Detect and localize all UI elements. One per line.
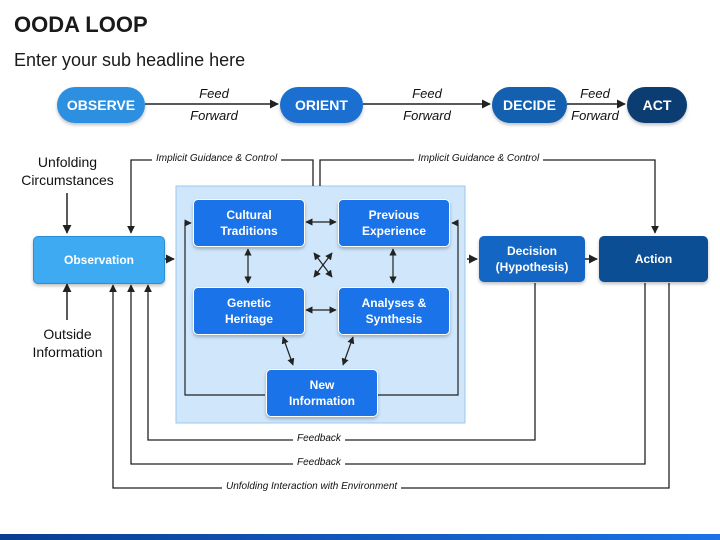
- bottom-accent-bar: [0, 534, 720, 540]
- feed-label-2: Feed: [412, 86, 442, 101]
- feedback-label-1: Feedback: [293, 433, 345, 444]
- decision-box: Decision (Hypothesis): [479, 236, 585, 282]
- orient-pill: ORIENT: [280, 87, 363, 123]
- genetic-heritage-box: Genetic Heritage: [193, 287, 305, 335]
- feedback-label-2: Feedback: [293, 457, 345, 468]
- page-title: OODA LOOP: [14, 12, 148, 37]
- forward-label-2: Forward: [403, 108, 451, 123]
- decide-pill: DECIDE: [492, 87, 567, 123]
- arrow-newinfo-right: [376, 219, 459, 396]
- analyses-synthesis-box: Analyses & Synthesis: [338, 287, 450, 335]
- previous-experience-box: Previous Experience: [338, 199, 450, 247]
- observe-pill: OBSERVE: [57, 87, 145, 123]
- arrow-cross-2: [313, 252, 333, 278]
- act-pill: ACT: [627, 87, 687, 123]
- unfolding-circumstances-label: Unfolding Circumstances: [21, 154, 114, 189]
- action-box: Action: [599, 236, 708, 282]
- arrow-genetic-newinfo: [281, 336, 295, 366]
- feed-label-3: Feed: [580, 86, 610, 101]
- page-subtitle: Enter your sub headline here: [14, 50, 246, 70]
- feedback-action: [127, 283, 646, 465]
- outside-information-label: Outside Information: [32, 326, 103, 361]
- unfolding-interaction-label: Unfolding Interaction with Environment: [222, 481, 402, 492]
- new-information-box: New Information: [266, 369, 378, 417]
- feed-label-1: Feed: [199, 86, 229, 101]
- arrow-analyses-newinfo: [341, 336, 355, 366]
- implicit-guidance-label-right: Implicit Guidance & Control: [414, 153, 544, 164]
- observation-box: Observation: [33, 236, 165, 284]
- cultural-traditions-box: Cultural Traditions: [193, 199, 305, 247]
- forward-label-1: Forward: [190, 108, 238, 123]
- arrow-newinfo-left: [184, 219, 265, 396]
- implicit-guidance-label-left: Implicit Guidance & Control: [152, 153, 282, 164]
- forward-label-3: Forward: [571, 108, 619, 123]
